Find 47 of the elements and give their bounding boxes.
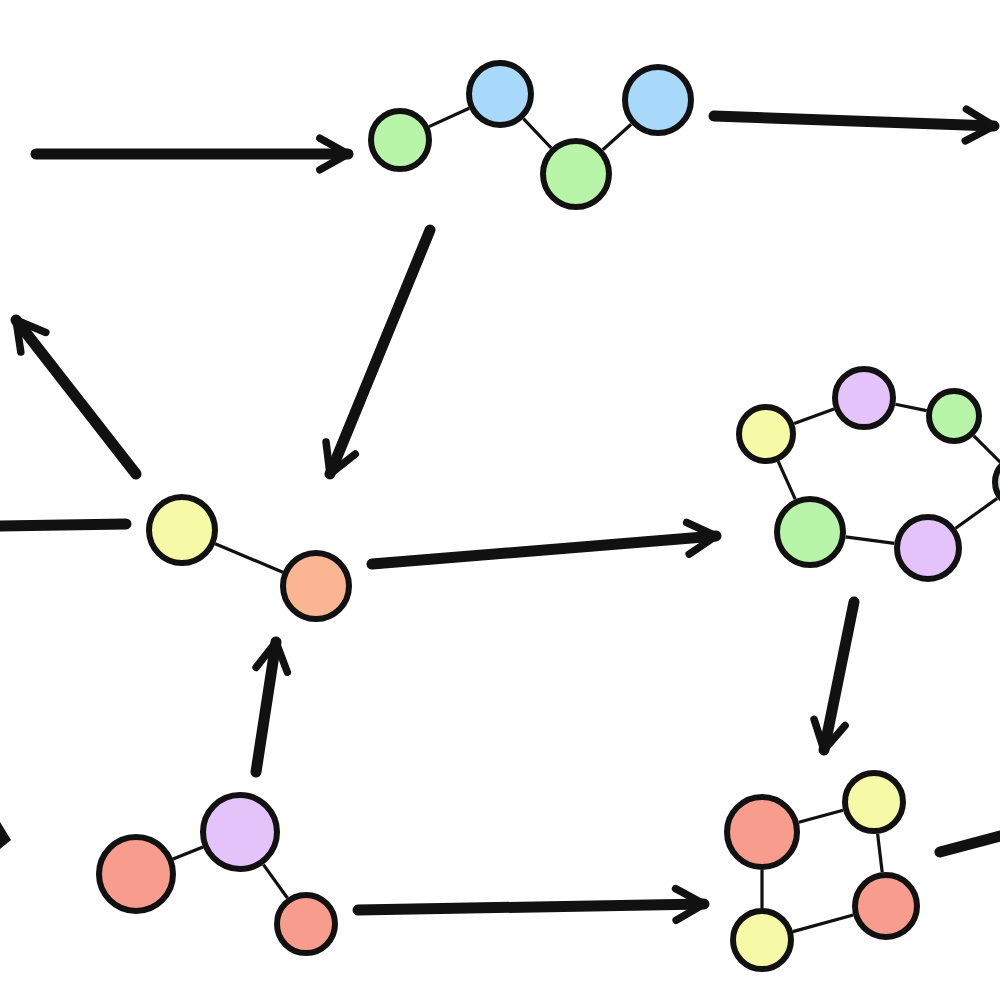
graph-node-circle — [926, 388, 982, 444]
arrow — [352, 884, 710, 925]
link-line — [776, 460, 797, 500]
graph-node-circle — [96, 834, 176, 914]
network-graph — [364, 56, 698, 214]
graph-node-circle — [622, 64, 694, 136]
arrow — [10, 314, 142, 480]
graph-node-circle — [200, 792, 280, 872]
arrow — [810, 596, 860, 756]
arrow — [366, 518, 722, 570]
link-line — [214, 542, 284, 574]
graph-node-circle — [730, 908, 794, 972]
arrow — [250, 636, 292, 778]
network-graph — [720, 766, 924, 976]
graph-node-circle — [274, 892, 338, 956]
link-line — [760, 870, 764, 908]
graph-node-circle — [280, 550, 352, 622]
graph-node-circle — [894, 514, 962, 582]
link-line — [522, 117, 553, 150]
link-line — [792, 913, 854, 934]
link-line — [172, 845, 204, 861]
graph-node-circle — [852, 872, 920, 940]
link-line — [954, 497, 999, 530]
graph-node-circle — [724, 794, 800, 870]
network-graph — [142, 490, 356, 626]
network-graph — [732, 362, 986, 586]
graph-node-circle — [540, 138, 612, 210]
link-line — [895, 402, 927, 413]
graph-node-circle — [368, 108, 432, 172]
link-line — [428, 106, 470, 129]
link-line — [262, 863, 289, 899]
link-line — [876, 833, 884, 873]
link-line — [798, 808, 844, 824]
network-graph — [92, 788, 342, 960]
graph-node-circle — [146, 494, 218, 566]
link-line — [793, 407, 835, 426]
graph-node-circle — [774, 496, 846, 568]
arrow — [322, 224, 436, 480]
graph-node-circle — [832, 366, 896, 430]
arrow — [708, 105, 1000, 145]
link-line — [972, 434, 1000, 464]
graph-node-circle — [736, 404, 796, 464]
link-line — [601, 123, 633, 151]
graph-node-circle — [842, 770, 906, 834]
graph-node-circle — [466, 60, 534, 128]
link-line — [845, 535, 895, 545]
arrow — [30, 134, 354, 174]
